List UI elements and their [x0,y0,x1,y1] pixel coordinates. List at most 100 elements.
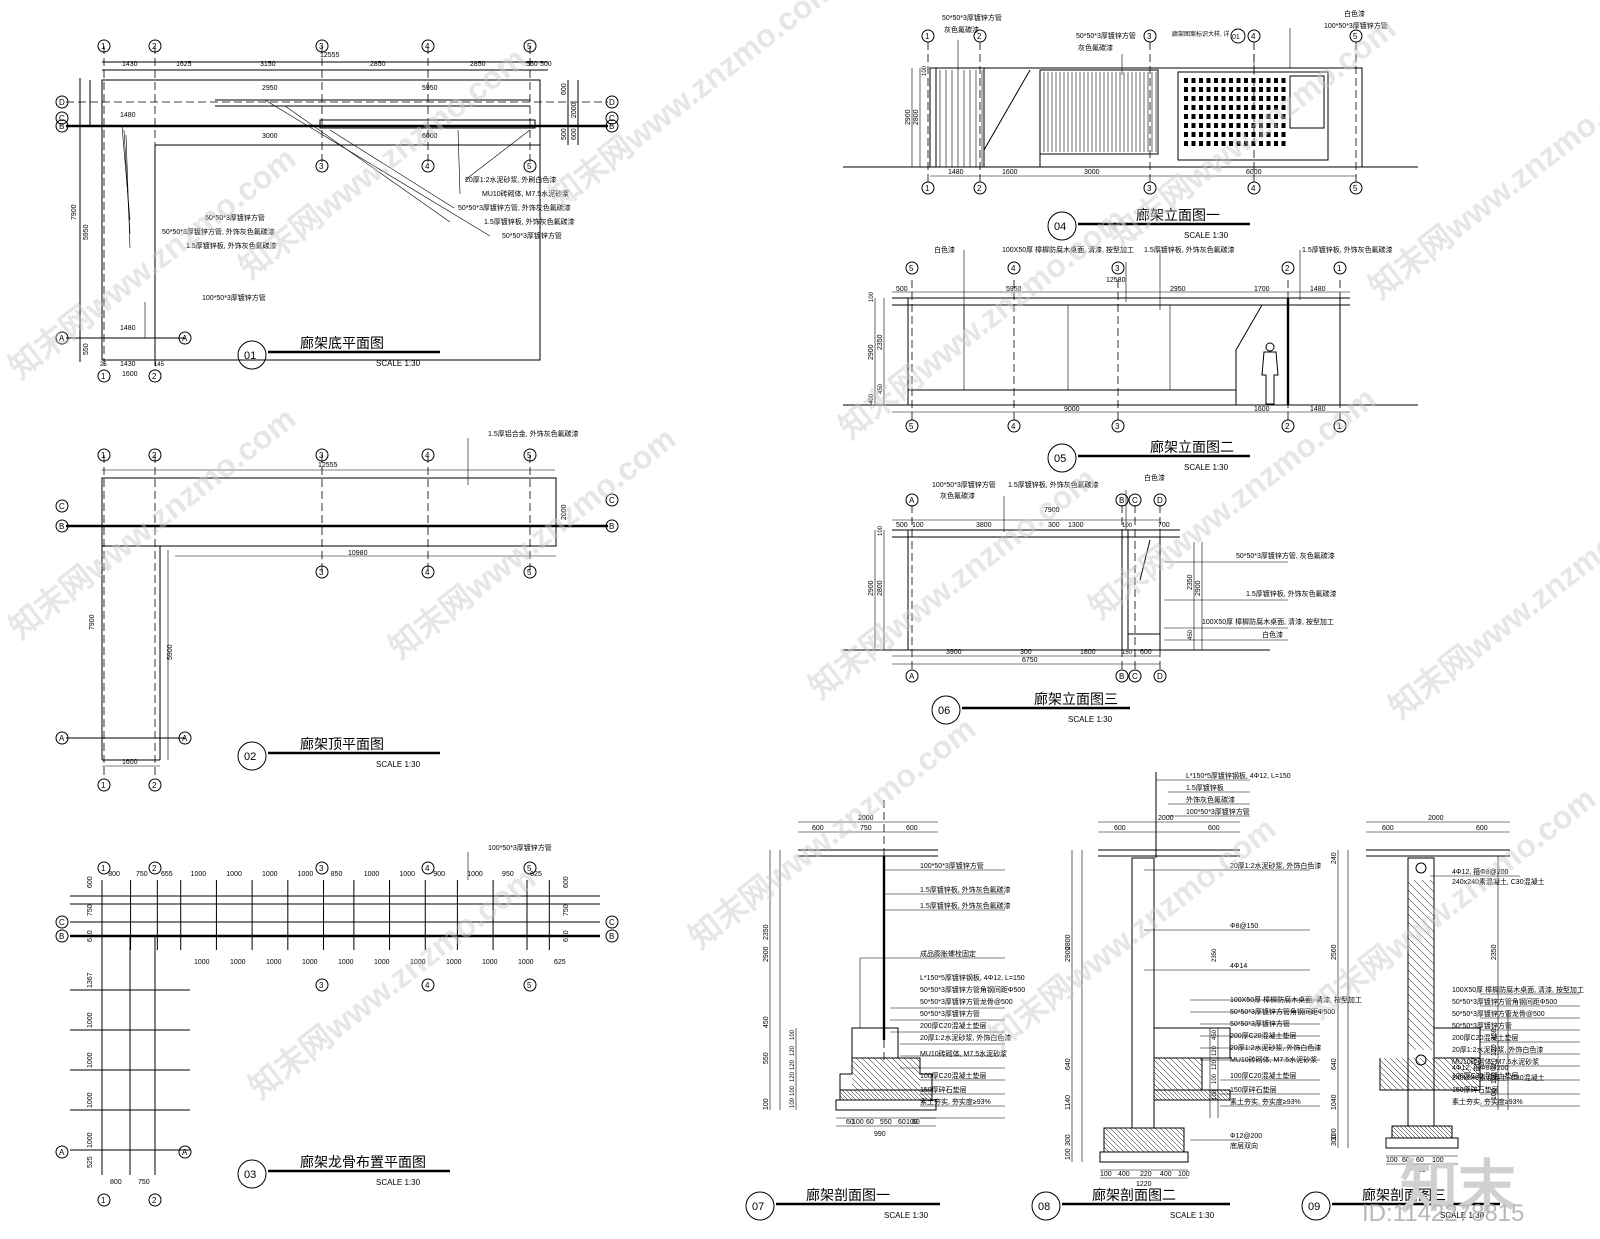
sec08labels-dim-left-1: 2900 [1065,946,1072,962]
sec08labels-note-2: Φ8@150 [1230,923,1258,930]
e05-grid-top-1-label: 1 [1337,264,1342,273]
sec09labels-note-5: 50*50*3厚镀锌方管龙骨@500 [1452,1009,1545,1018]
drawing-07-title: 廊架剖面图一 [806,1187,890,1203]
p01-note-2: MU10砖砌体, M7.5水泥砂浆 [482,189,569,198]
e05-grid-top-1-circle [1333,261,1347,275]
hatch-line [1179,1127,1185,1133]
sec07labels-note-11: MU10砖砌体, M7.5水泥砂浆 [920,1049,1007,1058]
hatch-line [1187,1089,1199,1101]
sign-glyph [1281,114,1286,119]
sign-glyph [1259,114,1263,119]
hatch-line [1421,879,1435,893]
p03-dim-inner-2: 1000 [230,959,246,966]
grid-1-right-B-circle [605,119,619,133]
p03-dim-right-2: 750 [563,904,570,916]
e04-note-2: 灰色氟碳漆 [944,25,979,34]
hatch-line [851,1059,883,1091]
grid-2-bot-2-label: 2 [152,781,157,790]
hatch-line [1153,1071,1173,1091]
sec07labels-dim-top-3: 600 [906,825,918,832]
hatch-line [1403,1125,1417,1139]
hatch-line [1153,1095,1159,1101]
hatch-line [1419,1057,1453,1091]
e05-dim-l-4: 450 [878,383,884,394]
sec07labels-note-13: 150厚碎石垫层 [920,1085,967,1094]
p01-dim-top-2: 1625 [176,61,192,68]
sec07labels-note-5: L*150*5厚镀锌钢板, 4Φ12, L=150 [920,973,1025,982]
sign-glyph [1274,141,1278,146]
sign-glyph [1274,96,1278,101]
e06-dim-t-5: 1300 [1068,522,1084,529]
sec09labels-dim-left-2: 2560 [1331,944,1338,960]
e05-grid-bot-4-label: 4 [1011,422,1016,431]
p03-dim-top-8: 850 [331,871,343,878]
hatch-line [1144,1127,1170,1153]
sec08labels-note-4: 100X50厚 樟樨防腐木桌面, 清漆, 按型加工 [1230,995,1362,1004]
e06-grid-bot-C-label: C [1132,672,1138,681]
p01-note-6: 50*50*3厚镀锌方管 [205,213,265,222]
drawing-08-number: 08 [1038,1201,1050,1213]
p03-dim-inner-6: 1000 [374,959,390,966]
sign-glyph [1206,78,1211,83]
hatch-line [1167,1089,1179,1101]
hatch-line [1407,945,1435,973]
hatch-line [851,1065,877,1091]
p02-note: 1.5厚铝合金, 外饰灰色氟碳漆 [488,429,579,438]
hatch-line [1407,977,1435,1005]
p03-dim-inner-9: 1000 [482,959,498,966]
hatch-line [1389,1057,1423,1091]
p03-dim-top-10: 1000 [399,871,415,878]
sign-glyph [1229,114,1233,119]
sign-glyph [1221,114,1226,119]
e06-dim-t-2: 100 [912,522,924,529]
sec08labels-dim-top-1: 600 [1114,825,1126,832]
e06-grid-bot-A-label: A [909,672,915,681]
grid-1-right-A-label: A [182,334,188,343]
grid-1-left-B-circle [55,119,69,133]
hatch-line [1407,1033,1425,1051]
hatch-line [891,1057,921,1087]
hatch-line [865,1089,877,1101]
e06-dim-r-3: 450 [1188,629,1194,640]
grid-2-bot-2-circle [148,778,162,792]
e05-dim-overall: 12580 [1106,277,1126,284]
sec09labels-dim-bottom-2: 60 [1402,1157,1410,1164]
sign-glyph [1221,123,1226,128]
sign-glyph [1244,96,1248,101]
sec07labels-dim-bottom-2: 60 [866,1119,874,1126]
p03-dim-left-5: 1000 [87,1012,94,1028]
hatch-line [1155,1089,1167,1101]
e05-grid-bot-1-label: 1 [1337,422,1342,431]
hatch-line [1455,1057,1481,1083]
sec08labels-dim-bottom-4: 400 [1160,1171,1172,1178]
grid-3-right-A-label: A [182,1148,188,1157]
grid-1-left-A-circle [55,331,69,345]
hatch-line [855,1057,889,1091]
hatch-line [1119,1127,1145,1153]
p01-dim-v-3: 550 [83,343,90,355]
sign-glyph [1244,114,1248,119]
sign-glyph [1191,123,1196,128]
hatch-line [879,1057,913,1091]
elevation-05: 白色漆 100X50厚 樟樨防腐木桌面, 清漆, 按型加工 1.5厚镀锌板, 外… [843,245,1418,473]
sign-glyph [1191,96,1196,101]
e04-grid-bot-5-label: 5 [1353,184,1358,193]
hatch-line [1449,1057,1481,1089]
p01-dim-bottom-1: 25 [100,362,107,368]
grid-3-top-4-label: 4 [425,864,430,873]
grid-3-top-5-circle [523,861,537,875]
hatch-line [1193,1057,1203,1067]
grid-2-top-5-label: 5 [527,451,532,460]
drawing-05-number: 05 [1054,453,1066,465]
sign-glyph [1229,132,1233,137]
hatch-line [1395,1125,1409,1139]
hatch-line [1379,1077,1393,1091]
hatch-line [1199,1089,1211,1101]
sec08labels-dim-left-inner-2: 450 [1212,1029,1218,1040]
hatch-line [1413,879,1435,901]
sign-glyph [1199,132,1203,137]
hatch-line [845,1089,857,1101]
hatch-line [1379,1065,1405,1091]
sec09labels-dim-left-6: 300 [1331,1134,1338,1146]
drawing-03-title: 廊架龙骨布置平面图 [300,1154,426,1170]
